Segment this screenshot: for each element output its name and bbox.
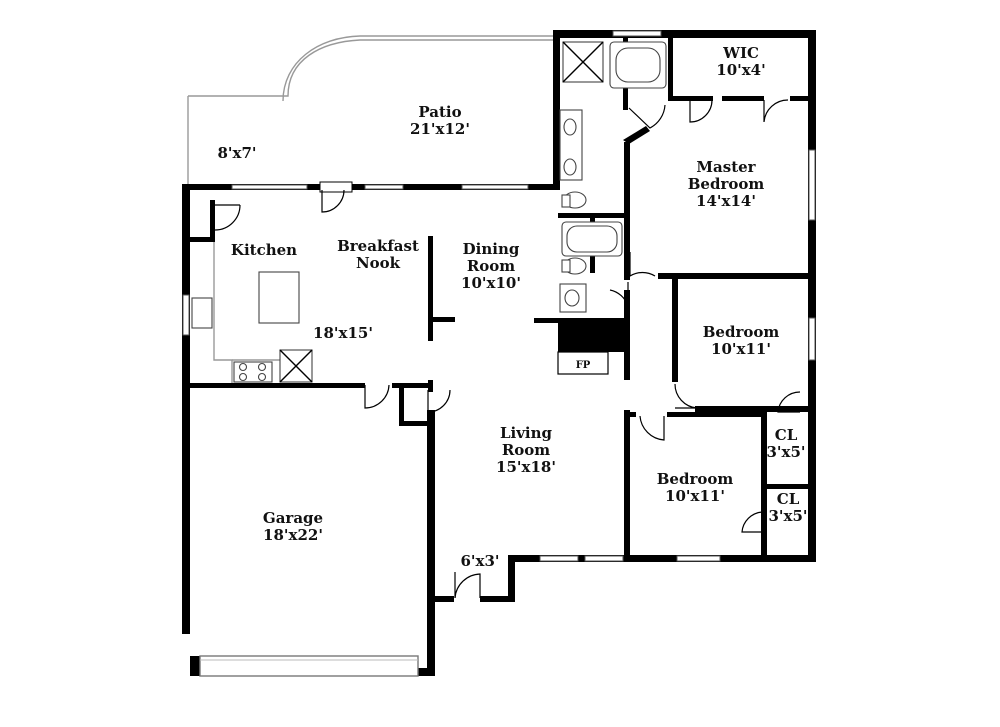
living-line2: Room: [502, 441, 550, 459]
cl2-size: 3'x5': [768, 507, 807, 525]
fireplace-label: FP: [576, 360, 591, 371]
entry-size: 6'x3': [460, 552, 499, 570]
cl1-size: 3'x5': [766, 443, 805, 461]
door: [319, 181, 353, 213]
window: [808, 149, 816, 221]
kitchen-island: [258, 271, 300, 324]
patio-outline: [187, 35, 555, 186]
garage-size: 18'x22': [263, 526, 323, 544]
door: [763, 99, 789, 123]
door: [689, 99, 713, 123]
bedroom2-name: Bedroom: [703, 323, 780, 341]
door: [214, 204, 241, 231]
door: [454, 572, 481, 599]
window: [808, 317, 816, 361]
doors: [214, 99, 801, 599]
breakfast-line1: Breakfast: [337, 237, 419, 255]
window: [584, 555, 624, 562]
door: [674, 383, 698, 409]
wic-name: WIC: [722, 44, 759, 62]
patio-ext-size: 8'x7': [217, 144, 256, 162]
dining-line2: Room: [467, 257, 515, 275]
living-line1: Living: [500, 424, 553, 442]
fireplace: FP: [557, 318, 626, 375]
wic-size: 10'x4': [716, 61, 765, 79]
window: [539, 555, 579, 562]
door: [639, 415, 665, 441]
master-line1: Master: [696, 158, 756, 176]
cl1-name: CL: [775, 426, 798, 444]
window: [612, 30, 662, 37]
patio-name: Patio: [418, 103, 461, 121]
dining-size: 10'x10': [461, 274, 521, 292]
bedroom3-size: 10'x11': [665, 487, 725, 505]
bedroom3-name: Bedroom: [657, 470, 734, 488]
master-line2: Bedroom: [688, 175, 765, 193]
master-size: 14'x14': [696, 192, 756, 210]
window: [364, 184, 404, 190]
room-labels: Patio 21'x12' 8'x7' WIC 10'x4' Master Be…: [217, 44, 807, 570]
door: [609, 282, 629, 307]
breakfast-size: 18'x15': [313, 324, 373, 342]
window: [676, 555, 721, 562]
windows: [182, 30, 816, 562]
bedroom2-size: 10'x11': [711, 340, 771, 358]
door: [777, 391, 801, 413]
fixtures: [559, 41, 667, 313]
cl2-name: CL: [777, 490, 800, 508]
garage-name: Garage: [263, 509, 323, 527]
door: [364, 384, 390, 409]
window: [461, 184, 529, 190]
dining-line1: Dining: [463, 240, 520, 258]
door: [628, 104, 666, 129]
garage-door: [199, 655, 419, 677]
patio-size: 21'x12': [410, 120, 470, 138]
door: [741, 511, 763, 533]
window: [231, 184, 308, 190]
living-size: 15'x18': [496, 458, 556, 476]
interior-walls: [190, 38, 812, 560]
breakfast-line2: Nook: [356, 254, 401, 272]
kitchen-fixtures: [191, 242, 313, 383]
door: [629, 252, 656, 278]
window: [182, 294, 190, 336]
kitchen-sink: [191, 297, 213, 329]
kitchen-name: Kitchen: [231, 241, 297, 259]
door: [427, 389, 451, 413]
